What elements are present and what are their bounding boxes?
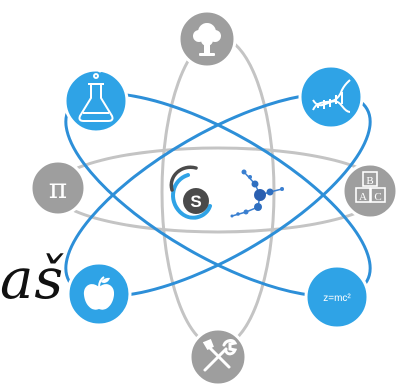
- node-bottom-left: [66, 261, 132, 327]
- node-bottom-right: z=mc²: [304, 264, 370, 330]
- block-letter-a: A: [359, 191, 367, 203]
- partial-heading-text: aš: [0, 247, 65, 312]
- abc-blocks-icon: B A C: [355, 171, 386, 203]
- center-logo: S: [169, 165, 212, 220]
- tree-icon: [193, 23, 221, 56]
- node-top: [177, 9, 237, 69]
- logo-letter: S: [190, 192, 201, 211]
- apple-icon: [83, 276, 115, 310]
- node-bottom: [188, 327, 248, 387]
- flask-icon: [78, 67, 114, 122]
- node-top-left: [63, 67, 129, 134]
- horizontal-orbit: [51, 146, 385, 234]
- node-left: π: [29, 159, 87, 217]
- logo-swirl: [171, 173, 212, 220]
- pi-icon: π: [49, 172, 67, 205]
- block-letter-c: C: [374, 191, 381, 203]
- logo-swirl-dark: [169, 165, 198, 192]
- node-top-right: [298, 64, 364, 130]
- tools-icon: [202, 339, 238, 372]
- logo-disc: [183, 188, 209, 214]
- dna-icon: [312, 79, 351, 113]
- molecule-icon: [230, 169, 284, 218]
- node-right: B A C: [341, 162, 398, 220]
- formula-icon: z=mc²: [323, 293, 351, 304]
- orbit-diagonal-2: [64, 92, 372, 298]
- block-letter-b: B: [366, 175, 373, 187]
